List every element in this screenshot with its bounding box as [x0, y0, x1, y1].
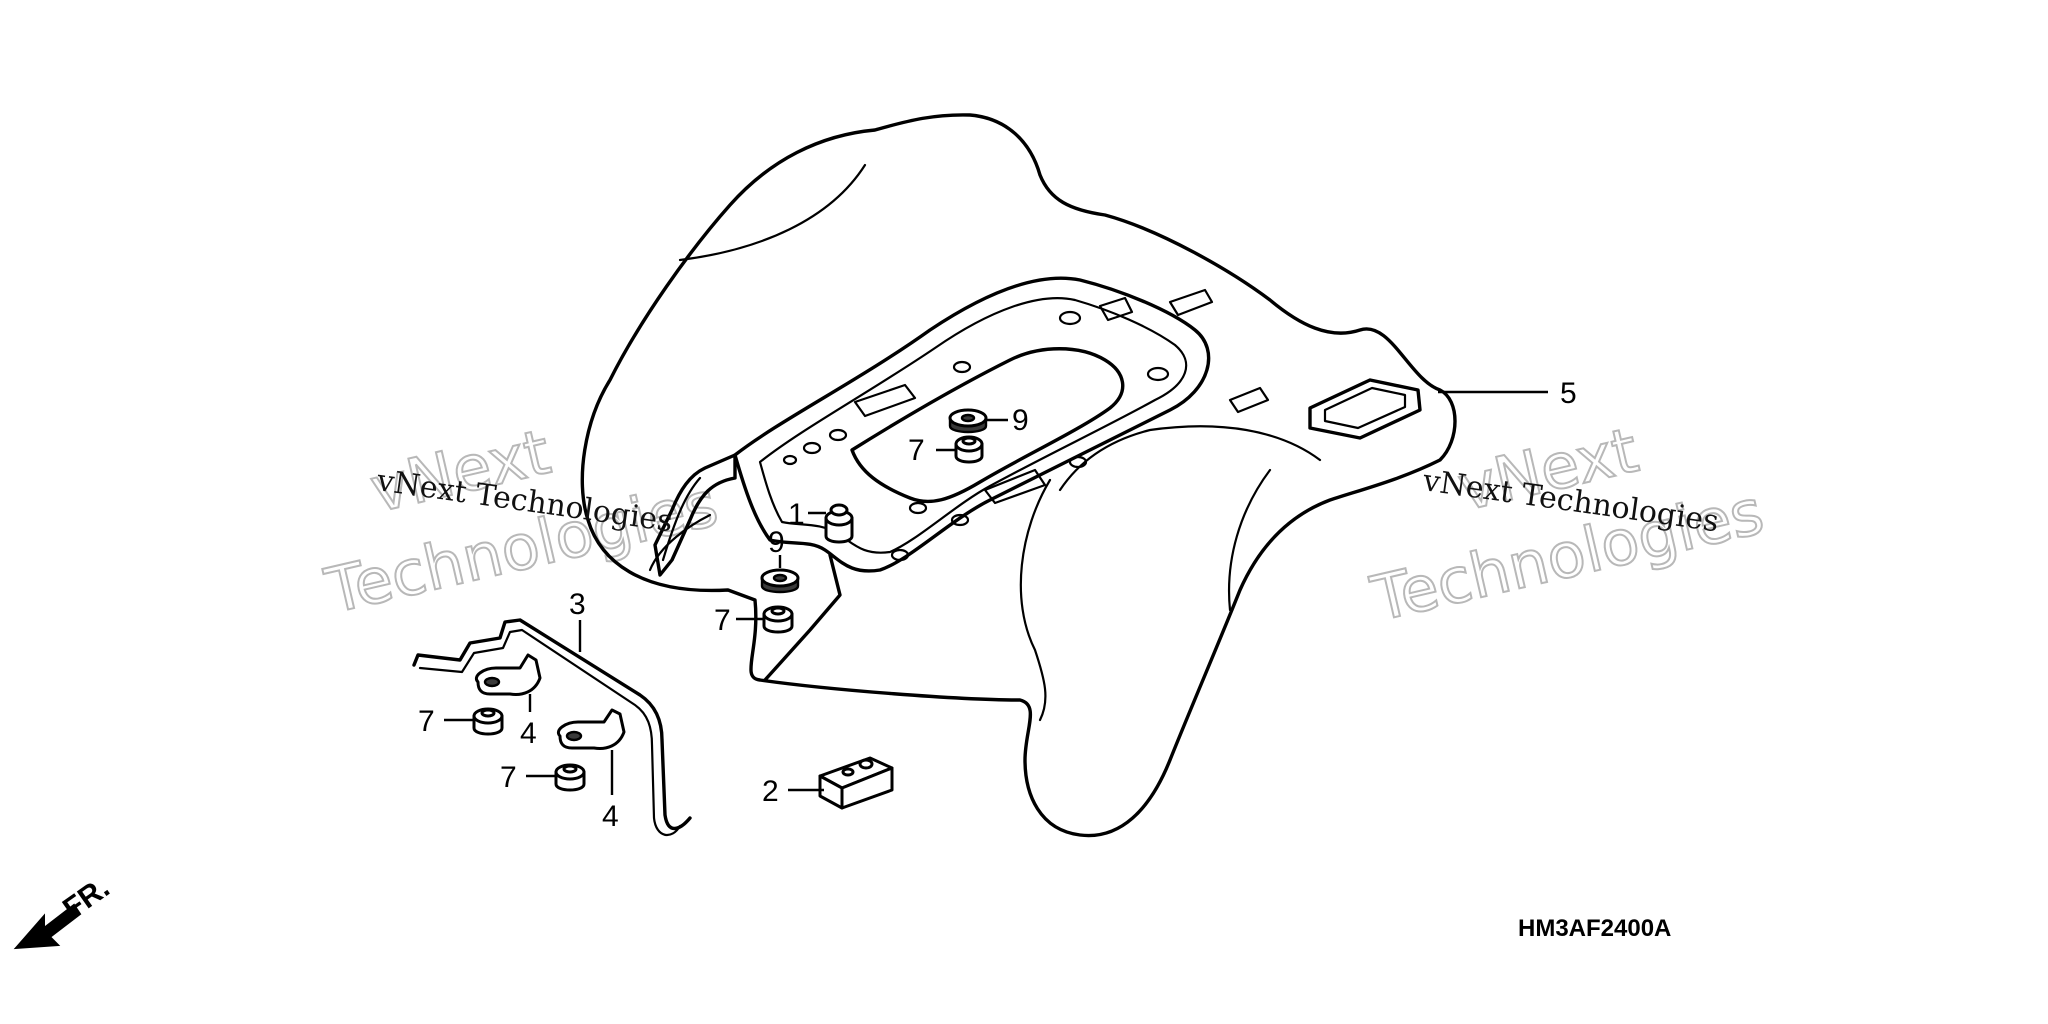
callout-2: 2 [762, 775, 779, 808]
callout-1: 1 [788, 498, 805, 531]
fender-right-rear-crease [1227, 468, 1272, 612]
clamp-upper-plate [475, 653, 542, 696]
nut-7-top [954, 435, 984, 464]
part-4-clamp-upper [475, 653, 542, 696]
nut-hole [770, 606, 786, 616]
mount-hole [828, 428, 848, 442]
callout-7-left-upper: 7 [418, 705, 435, 738]
part-2-block [818, 756, 894, 810]
fender-lower-sweep [1019, 478, 1052, 722]
mount-hole [952, 360, 972, 374]
block-stud [841, 767, 855, 777]
deck-slot-right [1228, 386, 1270, 414]
mount-hole [1058, 310, 1082, 326]
callout-7-top: 7 [908, 434, 925, 467]
mount-hole [802, 441, 822, 455]
carrier-deck-outer [733, 276, 1211, 573]
clamp-lower-plate [557, 708, 626, 750]
deck-mounting-holes [782, 310, 1170, 562]
grommet-cap [829, 503, 849, 517]
callout-3: 3 [569, 588, 586, 621]
fender-outline [580, 113, 1457, 838]
callout-7-left-lower: 7 [500, 761, 517, 794]
block-stud [858, 758, 874, 770]
deck-slot-bottom [983, 468, 1047, 505]
rod-path [412, 618, 692, 831]
callout-4-upper: 4 [520, 717, 537, 750]
fender-right-crease [1058, 425, 1322, 492]
tool-box-lid-inner [1323, 386, 1407, 430]
mount-hole [1068, 455, 1088, 469]
washer-hole [772, 573, 788, 583]
carrier-deck-opening [850, 347, 1125, 504]
part-3-rod [412, 618, 692, 836]
clamp-lower-hole [565, 730, 583, 742]
leader-lines [444, 390, 1548, 795]
tool-box-lid-outer [1308, 378, 1422, 440]
mount-hole [890, 548, 910, 562]
nut-hole [961, 436, 977, 446]
nut-hole [562, 764, 578, 774]
fender-front-notch [763, 553, 842, 682]
washer-9-top [948, 408, 988, 434]
deck-slot-top-2 [1168, 288, 1214, 317]
diagram-code: HM3AF2400A [1518, 915, 1671, 942]
front-arrow-icon [13, 903, 82, 950]
deck-slot-left [853, 383, 917, 418]
part-4-clamp-lower [557, 708, 626, 750]
mount-hole [1146, 366, 1170, 382]
rear-fender [580, 113, 1457, 838]
nut-7-mid [762, 605, 794, 634]
washer-9-mid [760, 568, 800, 594]
callout-7-mid: 7 [714, 604, 731, 637]
mount-hole [782, 454, 798, 466]
nut-7-left-lower [554, 763, 586, 792]
fender-left-underside [648, 513, 712, 572]
block-side [840, 766, 894, 810]
callout-4-lower: 4 [602, 800, 619, 833]
callout-9-top: 9 [1012, 404, 1029, 437]
deck-slot-top [1098, 296, 1134, 322]
rod-path-inner [418, 628, 682, 836]
washer-hole [960, 413, 976, 423]
mount-hole [950, 513, 970, 527]
carrier-left-rail-edge [661, 476, 702, 562]
clamp-upper-hole [483, 676, 501, 688]
part-1-grommet [824, 503, 854, 544]
carrier-left-rail [653, 453, 737, 577]
callout-labels: 5 9 7 1 9 7 3 4 4 7 7 2 [418, 377, 1577, 833]
callout-9-mid: 9 [768, 526, 785, 559]
tool-box-lid [1308, 378, 1422, 440]
nut-7-left-upper [472, 707, 504, 736]
mount-hole [908, 501, 928, 515]
callout-5: 5 [1560, 377, 1577, 410]
nut-hole [480, 708, 496, 718]
fender-left-crest [678, 163, 867, 262]
front-direction-indicator: FR. [13, 871, 116, 950]
